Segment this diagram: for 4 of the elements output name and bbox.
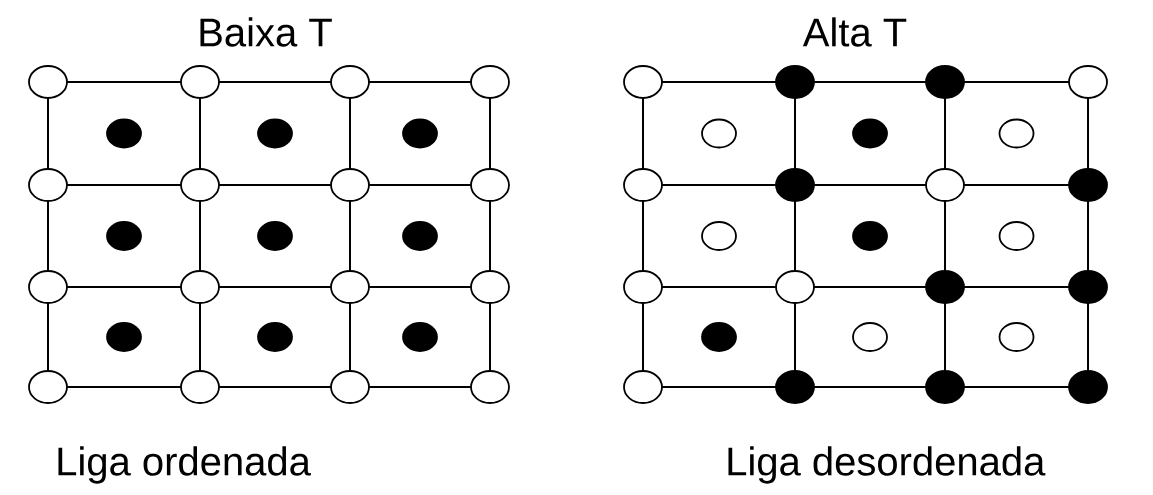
caption: Liga desordenada bbox=[728, 446, 1046, 484]
caption: Baixa T bbox=[200, 17, 332, 47]
caption: Liga ordenada bbox=[58, 446, 311, 484]
caption: Alta T bbox=[802, 17, 907, 47]
